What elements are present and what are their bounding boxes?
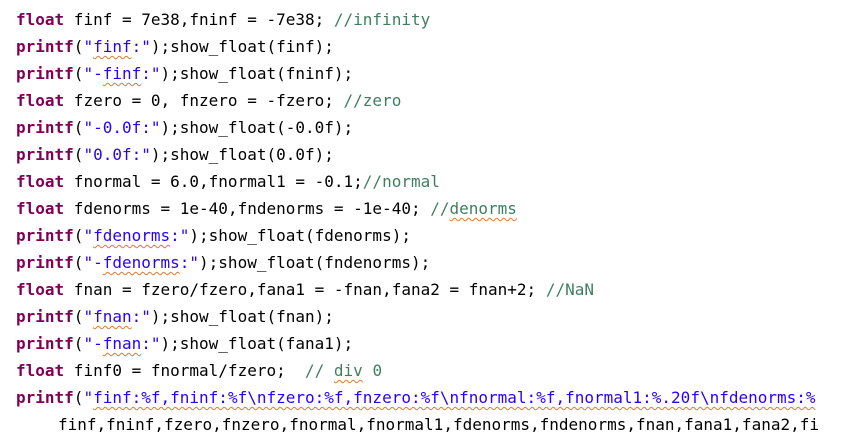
- code-token: float: [16, 199, 65, 218]
- code-token: finf,fninf,fzero,fnzero,fnormal,fnormal1…: [58, 415, 819, 434]
- code-token: "-: [83, 334, 103, 353]
- code-token: printf: [16, 334, 74, 353]
- code-token: finf: [93, 37, 132, 56]
- code-token: printf: [16, 118, 74, 137]
- code-line[interactable]: float fnan = fzero/fzero,fana1 = -fnan,f…: [16, 276, 594, 303]
- code-token: finf:%f,fninf:%f\nfzero:%f,fnzero:%f\nfn…: [93, 388, 816, 407]
- code-token: fnan: [93, 307, 132, 326]
- code-line[interactable]: printf("-0.0f:");show_float(-0.0f);: [16, 114, 353, 141]
- code-token: "-: [83, 253, 103, 272]
- code-token: printf: [16, 226, 74, 245]
- code-token: );show_float(fdenorms);: [189, 226, 411, 245]
- code-token: //zero: [343, 91, 402, 110]
- code-line[interactable]: printf("fnan:");show_float(fnan);: [16, 303, 334, 330]
- code-line[interactable]: printf("finf:%f,fninf:%f\nfzero:%f,fnzer…: [16, 384, 816, 411]
- code-token: :": [141, 64, 161, 83]
- code-token: printf: [16, 388, 74, 407]
- code-token: :": [170, 226, 190, 245]
- code-token: :": [141, 334, 161, 353]
- code-token: //normal: [362, 172, 440, 191]
- code-token: printf: [16, 64, 74, 83]
- code-token: (: [73, 37, 84, 56]
- code-token: float: [16, 361, 65, 380]
- code-token: //infinity: [333, 10, 431, 29]
- code-token: "0.0f:": [83, 145, 151, 164]
- code-token: fnan = fzero/fzero,fana1 = -fnan,fana2 =…: [64, 280, 546, 299]
- code-token: float: [16, 10, 65, 29]
- code-token: 0: [362, 361, 383, 380]
- code-token: (: [73, 388, 84, 407]
- code-token: fnormal = 6.0,fnormal1 = -0.1;: [64, 172, 363, 191]
- code-token: ": [83, 307, 94, 326]
- code-token: (: [73, 118, 84, 137]
- code-line[interactable]: finf,fninf,fzero,fnzero,fnormal,fnormal1…: [58, 411, 819, 438]
- code-token: printf: [16, 37, 74, 56]
- code-token: //NaN: [545, 280, 594, 299]
- code-line[interactable]: float finf = 7e38,fninf = -7e38; //infin…: [16, 6, 430, 33]
- code-line[interactable]: printf("fdenorms:");show_float(fdenorms)…: [16, 222, 411, 249]
- code-token: (: [73, 64, 84, 83]
- code-token: (: [73, 253, 84, 272]
- code-token: (: [73, 226, 84, 245]
- code-token: printf: [16, 307, 74, 326]
- code-token: );show_float(fninf);: [160, 64, 354, 83]
- code-line[interactable]: printf("0.0f:");show_float(0.0f);: [16, 141, 334, 168]
- code-token: "-: [83, 64, 103, 83]
- code-token: );show_float(fndenorms);: [199, 253, 431, 272]
- code-line[interactable]: printf("-fdenorms:");show_float(fndenorm…: [16, 249, 430, 276]
- code-token: ": [83, 226, 94, 245]
- code-token: float: [16, 280, 65, 299]
- code-token: fdenorms: [93, 226, 171, 245]
- code-token: fdenorms = 1e-40,fndenorms = -1e-40;: [64, 199, 431, 218]
- code-token: div: [333, 361, 363, 380]
- code-token: fdenorms: [102, 253, 180, 272]
- code-token: ": [83, 388, 94, 407]
- code-line[interactable]: float fnormal = 6.0,fnormal1 = -0.1;//no…: [16, 168, 440, 195]
- code-token: (: [73, 307, 84, 326]
- code-token: "-0.0f:": [83, 118, 161, 137]
- code-token: float: [16, 172, 65, 191]
- code-line[interactable]: float fdenorms = 1e-40,fndenorms = -1e-4…: [16, 195, 517, 222]
- code-token: denorms: [449, 199, 517, 218]
- code-line[interactable]: float fzero = 0, fnzero = -fzero; //zero: [16, 87, 401, 114]
- code-token: finf = 7e38,fninf = -7e38;: [64, 10, 334, 29]
- code-token: finf0 = fnormal/fzero;: [64, 361, 305, 380]
- code-token: //: [430, 199, 450, 218]
- code-token: finf: [102, 64, 142, 83]
- code-line[interactable]: printf("-finf:");show_float(fninf);: [16, 60, 353, 87]
- code-token: fzero = 0, fnzero = -fzero;: [64, 91, 344, 110]
- code-token: );show_float(0.0f);: [150, 145, 334, 164]
- code-token: printf: [16, 145, 74, 164]
- code-token: :": [131, 307, 151, 326]
- code-line[interactable]: printf("finf:");show_float(finf);: [16, 33, 334, 60]
- code-token: :": [131, 37, 151, 56]
- code-token: :": [179, 253, 200, 272]
- code-token: //: [305, 361, 334, 380]
- code-token: printf: [16, 253, 74, 272]
- code-token: fnan: [102, 334, 142, 353]
- code-line[interactable]: printf("-fnan:");show_float(fana1);: [16, 330, 353, 357]
- code-token: float: [16, 91, 65, 110]
- code-token: );show_float(-0.0f);: [160, 118, 354, 137]
- code-token: ": [83, 37, 94, 56]
- code-line[interactable]: float finf0 = fnormal/fzero; // div 0: [16, 357, 382, 384]
- code-token: );show_float(finf);: [150, 37, 334, 56]
- code-token: (: [73, 145, 84, 164]
- code-token: );show_float(fnan);: [150, 307, 334, 326]
- code-token: (: [73, 334, 84, 353]
- code-token: );show_float(fana1);: [160, 334, 354, 353]
